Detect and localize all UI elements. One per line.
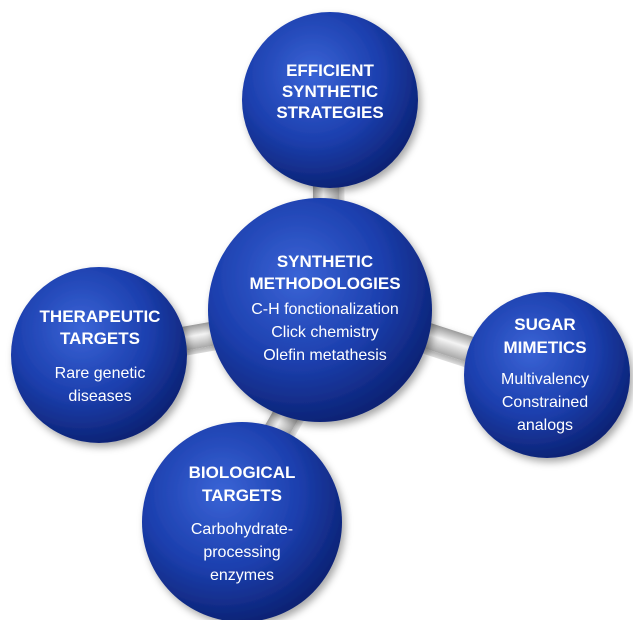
node-right-circle: [464, 292, 630, 458]
node-center-item-1: C-H fonctionalization: [251, 301, 399, 318]
node-right: SUGAR MIMETICS Multivalency Constrained …: [501, 315, 589, 434]
node-left-title-line-2: TARGETS: [60, 329, 140, 348]
node-right-item-1: Multivalency: [501, 371, 589, 388]
node-center-title-line-2: METHODOLOGIES: [249, 274, 400, 293]
node-bottom-title-line-2: TARGETS: [202, 486, 282, 505]
node-left: THERAPEUTIC TARGETS Rare genetic disease…: [40, 307, 161, 405]
node-left-title-line-1: THERAPEUTIC: [40, 307, 161, 326]
node-top-title-line-2: SYNTHETIC: [282, 82, 378, 101]
node-top: EFFICIENT SYNTHETIC STRATEGIES: [276, 61, 383, 122]
node-center-item-3: Olefin metathesis: [263, 347, 387, 364]
node-bottom-item-2: processing: [203, 544, 280, 561]
node-center: SYNTHETIC METHODOLOGIES C-H fonctionaliz…: [249, 252, 400, 364]
node-left-circle: [11, 267, 187, 443]
node-top-title-line-1: EFFICIENT: [286, 61, 374, 80]
node-bottom: BIOLOGICAL TARGETS Carbohydrate- process…: [189, 463, 296, 584]
node-right-item-2: Constrained: [502, 394, 588, 411]
node-bottom-title-line-1: BIOLOGICAL: [189, 463, 296, 482]
node-left-item-2: diseases: [68, 388, 131, 405]
node-bottom-item-3: enzymes: [210, 567, 274, 584]
node-center-circle: [208, 198, 432, 422]
node-bottom-item-1: Carbohydrate-: [191, 521, 293, 538]
node-right-item-3: analogs: [517, 417, 573, 434]
node-right-title-line-1: SUGAR: [514, 315, 575, 334]
node-top-title-line-3: STRATEGIES: [276, 103, 383, 122]
node-left-item-1: Rare genetic: [55, 365, 146, 382]
node-right-title-line-2: MIMETICS: [503, 338, 586, 357]
node-bottom-circle: [142, 422, 342, 620]
node-top-circle: [242, 12, 418, 188]
node-center-title-line-1: SYNTHETIC: [277, 252, 373, 271]
node-center-item-2: Click chemistry: [271, 324, 379, 341]
